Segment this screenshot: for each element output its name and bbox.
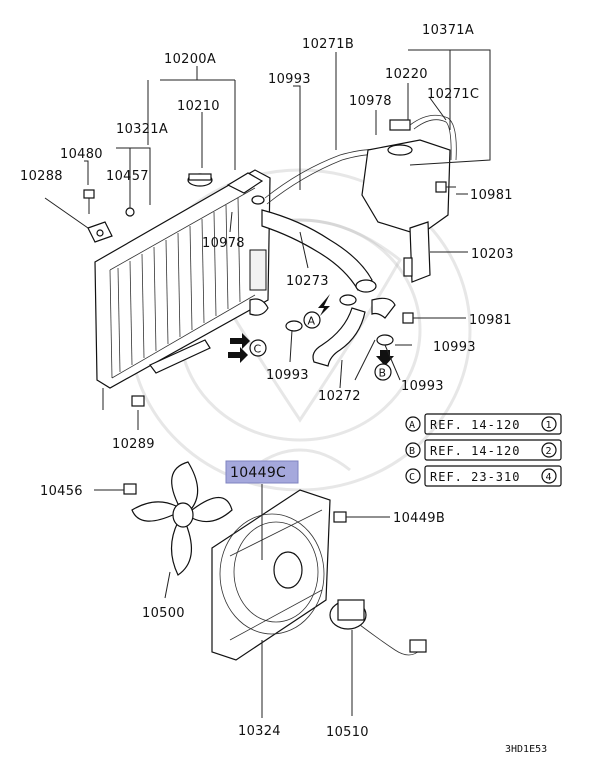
marker-c: C — [254, 343, 262, 356]
fan-motor — [329, 599, 427, 656]
label-10203: 10203 — [471, 247, 514, 262]
upper-hose — [261, 209, 377, 293]
lower-hose — [312, 297, 396, 367]
bolt-10289 — [131, 395, 145, 407]
reference-row-c: C REF. 23-310 4 — [405, 465, 562, 487]
mount-bracket — [87, 221, 113, 243]
reference-num-c: 4 — [546, 472, 553, 483]
reference-letter-c: C — [409, 472, 416, 483]
label-10271C: 10271C — [427, 87, 479, 102]
label-10210: 10210 — [177, 99, 220, 114]
label-10321A: 10321A — [116, 122, 168, 137]
label-10500: 10500 — [142, 606, 185, 621]
label-10480: 10480 — [60, 147, 103, 162]
label-10220: 10220 — [385, 67, 428, 82]
bolt-10480 — [83, 189, 95, 214]
label-10993-right: 10993 — [433, 340, 476, 355]
label-10993-top: 10993 — [268, 72, 311, 87]
diagram-code: 3HD1E53 — [505, 744, 547, 755]
fan-shroud — [211, 489, 331, 661]
label-10449C[interactable]: 10449C — [230, 465, 286, 481]
reference-row-b: B REF. 14-120 2 — [405, 439, 562, 461]
label-10978-mid: 10978 — [202, 236, 245, 251]
label-10993-left: 10993 — [266, 368, 309, 383]
reference-num-a: 1 — [546, 420, 553, 431]
shroud-bolt — [333, 511, 356, 523]
reference-legend: A REF. 14-120 1 B REF. 14-120 2 C REF. 2… — [405, 413, 562, 487]
leader-lines — [44, 49, 491, 718]
label-10371A: 10371A — [422, 23, 474, 38]
label-10456: 10456 — [40, 484, 83, 499]
flow-arrows — [228, 294, 394, 366]
label-10273: 10273 — [286, 274, 329, 289]
clip-10457 — [125, 207, 135, 217]
label-10289: 10289 — [112, 437, 155, 452]
label-10510: 10510 — [326, 725, 369, 740]
reference-letter-b: B — [409, 446, 416, 457]
label-10324: 10324 — [238, 724, 281, 739]
cooling-fan — [131, 461, 233, 576]
diagram-markers: A C B — [249, 311, 392, 381]
reference-text-c: REF. 23-310 — [430, 470, 520, 484]
label-10993-bottom: 10993 — [401, 379, 444, 394]
highlight-10449C — [225, 460, 299, 484]
label-10978-top: 10978 — [349, 94, 392, 109]
label-10457: 10457 — [106, 169, 149, 184]
radiator-cap — [187, 173, 213, 187]
reference-num-b: 2 — [546, 446, 553, 457]
label-10271B: 10271B — [302, 37, 354, 52]
reference-row-a: A REF. 14-120 1 — [405, 413, 562, 435]
reference-letter-a: A — [409, 420, 416, 431]
label-10981-mid: 10981 — [469, 313, 512, 328]
bolt-10981 — [402, 181, 456, 324]
label-10272: 10272 — [318, 389, 361, 404]
reference-text-b: REF. 14-120 — [430, 444, 520, 458]
reservoir-bracket — [403, 221, 431, 283]
marker-b: B — [379, 367, 387, 380]
fan-nut — [123, 483, 137, 495]
label-10981-top: 10981 — [470, 188, 513, 203]
marker-a: A — [308, 315, 316, 328]
label-10449B: 10449B — [393, 511, 445, 526]
label-10288: 10288 — [20, 169, 63, 184]
radiator — [94, 169, 271, 410]
reference-text-a: REF. 14-120 — [430, 418, 520, 432]
radiator-core-fins — [117, 197, 241, 373]
part-labels: 10200A 10210 10321A 10480 10288 10457 10… — [20, 23, 514, 740]
label-10200A: 10200A — [164, 52, 216, 67]
